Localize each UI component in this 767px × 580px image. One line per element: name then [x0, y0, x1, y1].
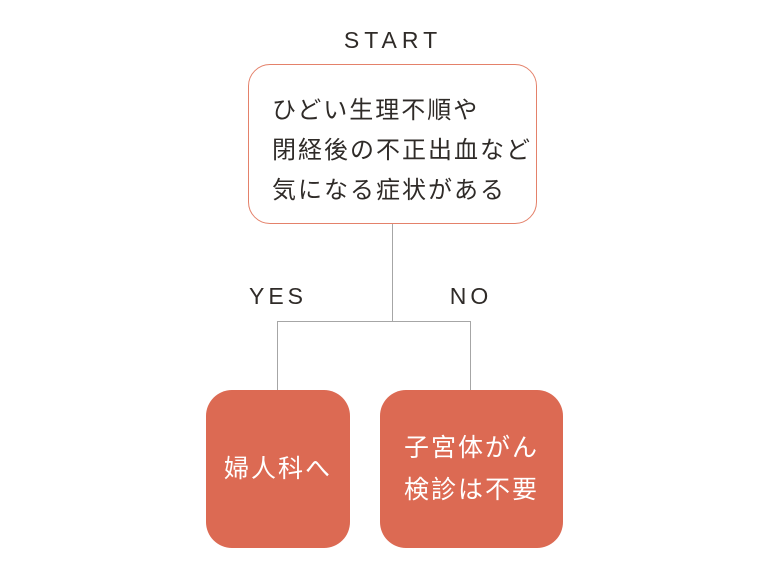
no-screening-result-box: 子宮体がん 検診は不要 — [380, 390, 563, 548]
symptom-line-3: 気になる症状がある — [272, 177, 506, 204]
connector-yes-vertical — [277, 321, 278, 390]
connector-no-vertical — [470, 321, 471, 390]
no-screening-line-1: 子宮体がん — [403, 434, 539, 462]
connector-branch-horizontal — [277, 321, 471, 322]
symptom-question-box: ひどい生理不順や 閉経後の不正出血など 気になる症状がある — [248, 64, 537, 224]
symptom-question-text: ひどい生理不順や 閉経後の不正出血など 気になる症状がある — [249, 65, 536, 211]
gynecology-result-box: 婦人科へ — [206, 390, 350, 548]
no-screening-line-2: 検診は不要 — [403, 476, 539, 504]
symptom-line-2: 閉経後の不正出血など — [272, 137, 532, 164]
yes-label: YES — [228, 283, 328, 310]
connector-root-vertical — [392, 224, 393, 321]
no-label: NO — [421, 283, 521, 310]
start-label: START — [343, 27, 443, 53]
gynecology-line-1: 婦人科へ — [223, 455, 332, 483]
symptom-line-1: ひどい生理不順や — [272, 97, 480, 124]
